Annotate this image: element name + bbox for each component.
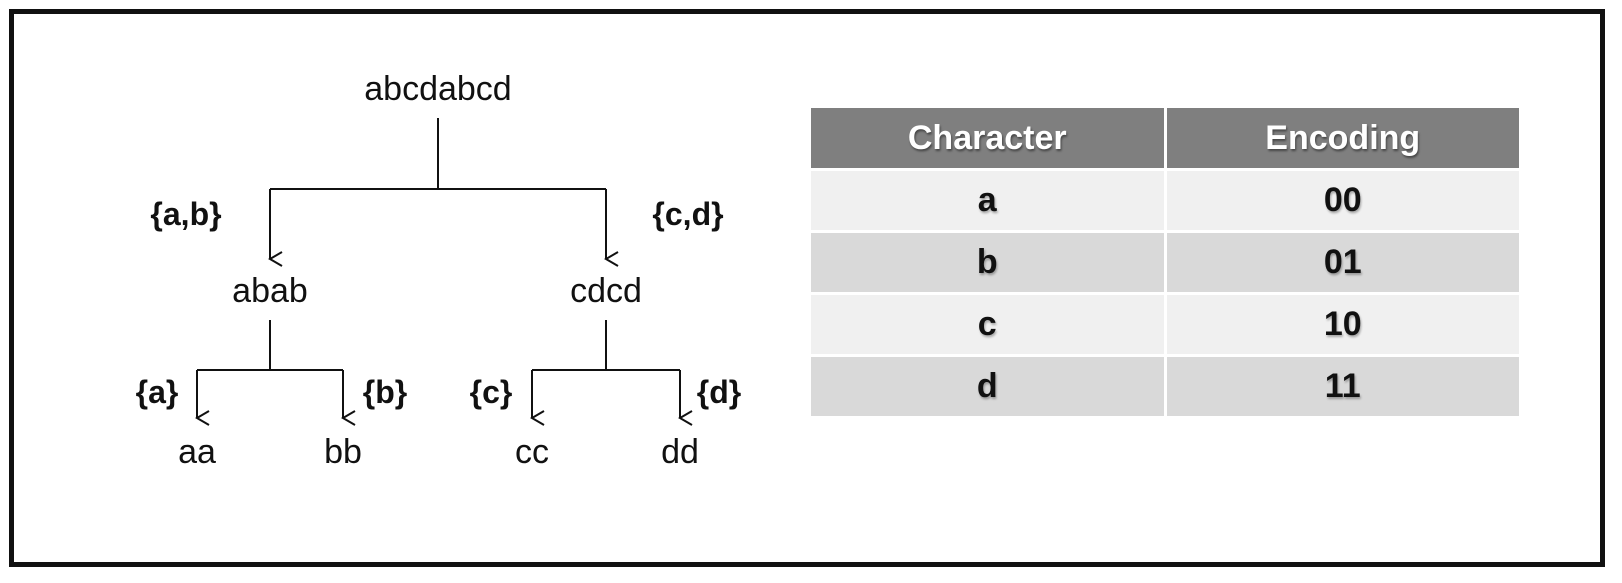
right-node: cdcd <box>570 272 642 310</box>
leaf-set-label: {a} <box>136 374 179 410</box>
leaf-node: bb <box>324 433 362 471</box>
character-cell: a <box>811 171 1164 230</box>
leaf-set-label: {d} <box>697 374 741 410</box>
character-cell: b <box>811 233 1164 292</box>
leaf-set-label: {c} <box>470 374 513 410</box>
left-node: abab <box>232 272 308 310</box>
encoding-cell: 10 <box>1166 295 1519 354</box>
right-set-label: {c,d} <box>652 196 723 232</box>
leaf-node: dd <box>661 433 699 471</box>
leaf-node: aa <box>178 433 216 471</box>
column-header-encoding: Encoding <box>1166 108 1519 168</box>
root-node: abcdabcd <box>364 70 511 108</box>
table-header-row: Character Encoding <box>811 108 1519 168</box>
table-row: d 11 <box>811 357 1519 416</box>
table-row: b 01 <box>811 233 1519 292</box>
character-cell: c <box>811 295 1164 354</box>
column-header-character: Character <box>811 108 1164 168</box>
encoding-cell: 01 <box>1166 233 1519 292</box>
encoding-table: Character Encoding a 00 b 01 c 10 d 11 <box>808 105 1522 419</box>
leaf-set-label: {b} <box>363 374 407 410</box>
left-set-label: {a,b} <box>150 196 221 232</box>
leaf-node: cc <box>515 433 549 471</box>
table-row: a 00 <box>811 171 1519 230</box>
table-row: c 10 <box>811 295 1519 354</box>
character-cell: d <box>811 357 1164 416</box>
encoding-cell: 11 <box>1166 357 1519 416</box>
encoding-cell: 00 <box>1166 171 1519 230</box>
